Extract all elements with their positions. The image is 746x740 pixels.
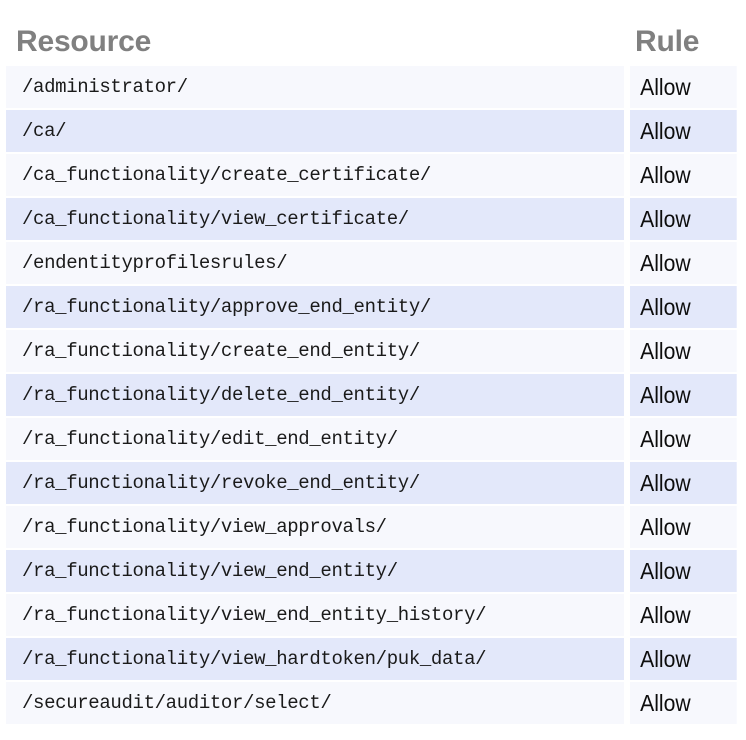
table-row: /ca_functionality/create_certificate/All…	[0, 154, 746, 198]
cell-rule: Allow	[630, 286, 737, 328]
table-row: /ra_functionality/edit_end_entity/Allow	[0, 418, 746, 462]
cell-rule: Allow	[630, 550, 737, 592]
cell-resource: /endentityprofilesrules/	[6, 242, 624, 284]
cell-resource: /ra_functionality/view_end_entity/	[6, 550, 624, 592]
table-row: /ra_functionality/create_end_entity/Allo…	[0, 330, 746, 374]
table-row: /ra_functionality/view_hardtoken/puk_dat…	[0, 638, 746, 682]
cell-rule: Allow	[630, 374, 737, 416]
cell-resource: /ra_functionality/approve_end_entity/	[6, 286, 624, 328]
table-row: /ra_functionality/delete_end_entity/Allo…	[0, 374, 746, 418]
cell-resource: /ra_functionality/revoke_end_entity/	[6, 462, 624, 504]
table-header-row: Resource Rule	[0, 0, 746, 66]
table-row: /administrator/Allow	[0, 66, 746, 110]
cell-resource: /ra_functionality/view_end_entity_histor…	[6, 594, 624, 636]
cell-rule: Allow	[630, 594, 737, 636]
cell-rule: Allow	[630, 198, 737, 240]
table-row: /ra_functionality/view_end_entity_histor…	[0, 594, 746, 638]
table-row: /ra_functionality/revoke_end_entity/Allo…	[0, 462, 746, 506]
cell-rule: Allow	[630, 110, 737, 152]
column-header-rule: Rule	[635, 25, 700, 58]
table-row: /ra_functionality/approve_end_entity/All…	[0, 286, 746, 330]
column-header-resource: Resource	[16, 25, 152, 58]
cell-rule: Allow	[630, 330, 737, 372]
cell-resource: /ca_functionality/create_certificate/	[6, 154, 624, 196]
cell-rule: Allow	[630, 66, 737, 108]
table-row: /ca_functionality/view_certificate/Allow	[0, 198, 746, 242]
table-body: /administrator/Allow/ca/Allow/ca_functio…	[0, 66, 746, 726]
cell-resource: /ca_functionality/view_certificate/	[6, 198, 624, 240]
table-row: /endentityprofilesrules/Allow	[0, 242, 746, 286]
cell-resource: /secureaudit/auditor/select/	[6, 682, 624, 724]
cell-resource: /ra_functionality/view_approvals/	[6, 506, 624, 548]
cell-rule: Allow	[630, 638, 737, 680]
cell-rule: Allow	[630, 506, 737, 548]
cell-rule: Allow	[630, 154, 737, 196]
cell-rule: Allow	[630, 462, 737, 504]
cell-resource: /ca/	[6, 110, 624, 152]
cell-resource: /administrator/	[6, 66, 624, 108]
cell-resource: /ra_functionality/create_end_entity/	[6, 330, 624, 372]
cell-resource: /ra_functionality/view_hardtoken/puk_dat…	[6, 638, 624, 680]
cell-rule: Allow	[630, 418, 737, 460]
cell-rule: Allow	[630, 242, 737, 284]
cell-resource: /ra_functionality/edit_end_entity/	[6, 418, 624, 460]
table-row: /ra_functionality/view_approvals/Allow	[0, 506, 746, 550]
table-row: /ra_functionality/view_end_entity/Allow	[0, 550, 746, 594]
cell-rule: Allow	[630, 682, 737, 724]
table-row: /secureaudit/auditor/select/Allow	[0, 682, 746, 726]
table-row: /ca/Allow	[0, 110, 746, 154]
cell-resource: /ra_functionality/delete_end_entity/	[6, 374, 624, 416]
